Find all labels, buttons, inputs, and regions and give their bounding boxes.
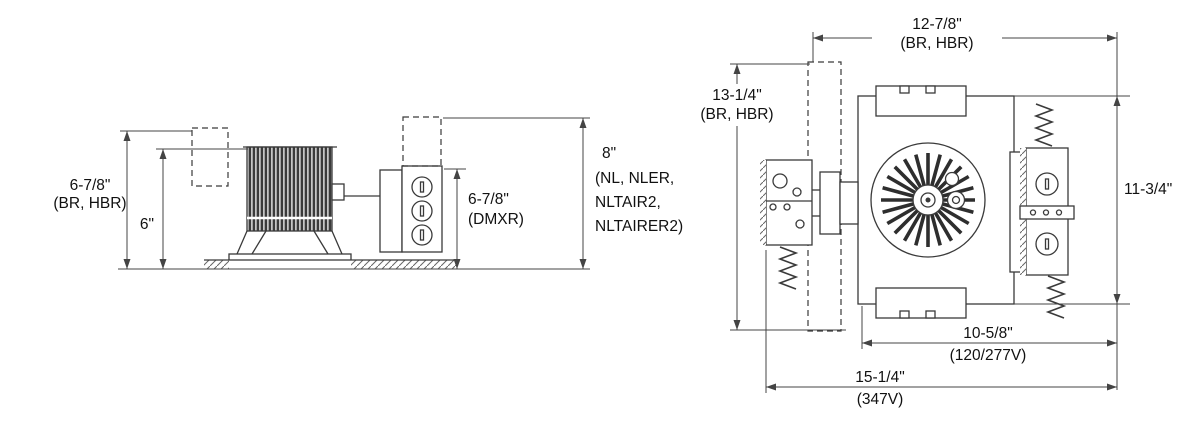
- jbox-bracket-plate: [379, 169, 403, 253]
- right-receptacle-1-slot: [1044, 178, 1050, 190]
- flex-conduit-top-right: [1033, 103, 1055, 147]
- receptacle-3-slot: [419, 229, 425, 241]
- terminal-bar: [1019, 205, 1075, 220]
- right-receptacle-2: [1035, 232, 1059, 256]
- dashed-mounting-box-left: [191, 127, 229, 187]
- terminal-screw-3: [1055, 209, 1063, 216]
- bottom-bracket: [875, 287, 967, 319]
- flex-conduit-bottom-right: [1045, 275, 1067, 319]
- heatsink-side-tab: [331, 183, 345, 201]
- dim-label-10-58-variant: (120/277V): [950, 347, 1027, 364]
- receptacle-2-slot: [419, 205, 425, 217]
- side-view-fixture: [191, 116, 456, 269]
- dim-label-6-78-dmxr-value: 6-7/8": [468, 191, 509, 208]
- fan-hub-inner: [920, 192, 936, 208]
- plan-view-fixture: [760, 61, 1075, 332]
- receptacle-2: [411, 200, 433, 222]
- left-bracket-outer: [819, 171, 841, 235]
- side-view: 6-7/8" (BR, HBR) 6" 6-7/8" (DMXR) 8" (NL…: [53, 116, 683, 270]
- plan-view: 12-7/8" (BR, HBR) 13-1/4" (BR, HBR) 11-3…: [700, 16, 1172, 408]
- terminal-screw-2: [1042, 209, 1050, 216]
- dim-label-13-14-variant: (BR, HBR): [700, 106, 773, 123]
- socket-large-inner: [951, 195, 961, 205]
- receptacle-3: [411, 224, 433, 246]
- bottom-bracket-notch-2: [925, 310, 936, 319]
- dim-label-10-58-value: 10-5/8": [963, 325, 1012, 342]
- trim-flange: [228, 253, 352, 261]
- left-jbox-knockout-3: [795, 219, 805, 229]
- left-bracket-inner: [839, 181, 859, 225]
- dim-label-6-78-br-variant: (BR, HBR): [53, 195, 126, 212]
- fan-hub-center: [925, 197, 931, 203]
- fan-outer-ring: [870, 142, 986, 258]
- terminal-screw-1: [1029, 209, 1037, 216]
- dim-label-15-14-value: 15-1/4": [855, 369, 904, 386]
- top-bracket-notch-2: [925, 85, 936, 94]
- receptacle-1: [411, 176, 433, 198]
- top-bracket: [875, 85, 967, 117]
- dim-label-13-14-value: 13-1/4": [712, 87, 761, 104]
- socket-small: [944, 171, 960, 187]
- dim-label-8-variant-1: (NL, NLER,: [595, 170, 674, 187]
- dim-label-12-78-variant: (BR, HBR): [900, 35, 973, 52]
- flex-conduit-left: [777, 246, 799, 290]
- ceiling-hatch-left: [204, 260, 229, 269]
- dim-label-6: 6": [140, 216, 154, 233]
- side-view-dimensions: 6-7/8" (BR, HBR) 6" 6-7/8" (DMXR) 8" (NL…: [53, 117, 683, 270]
- dim-label-15-14-variant: (347V): [857, 391, 904, 408]
- left-jbox-screw-2: [783, 203, 791, 211]
- dim-label-11-34: 11-3/4": [1124, 181, 1172, 198]
- left-jbox-hatch-edge: [760, 160, 766, 245]
- dim-label-6-78-dmxr-variant: (DMXR): [468, 211, 524, 228]
- receptacle-1-slot: [419, 181, 425, 193]
- dim-label-12-78-value: 12-7/8": [912, 16, 961, 33]
- ceiling-hatch-right: [351, 260, 456, 269]
- right-receptacle-2-slot: [1044, 238, 1050, 250]
- junction-box-left: [765, 159, 813, 246]
- left-jbox-screw-1: [769, 203, 777, 211]
- dim-label-8-variant-3: NLTAIRER2): [595, 218, 683, 235]
- dashed-box-above-jbox: [402, 116, 442, 167]
- plan-view-dimensions: 12-7/8" (BR, HBR) 13-1/4" (BR, HBR) 11-3…: [700, 16, 1172, 408]
- top-bracket-notch-1: [899, 85, 910, 94]
- socket-large: [946, 190, 966, 210]
- trim-cone: [236, 230, 343, 255]
- dim-label-6-78-br-value: 6-7/8": [70, 177, 111, 194]
- right-receptacle-1: [1035, 172, 1059, 196]
- left-jbox-knockout-1: [772, 173, 788, 189]
- bottom-bracket-notch-1: [899, 310, 910, 319]
- left-jbox-knockout-2: [792, 187, 802, 197]
- dim-label-8-value: 8": [602, 145, 616, 162]
- dim-label-8-variant-2: NLTAIR2,: [595, 194, 661, 211]
